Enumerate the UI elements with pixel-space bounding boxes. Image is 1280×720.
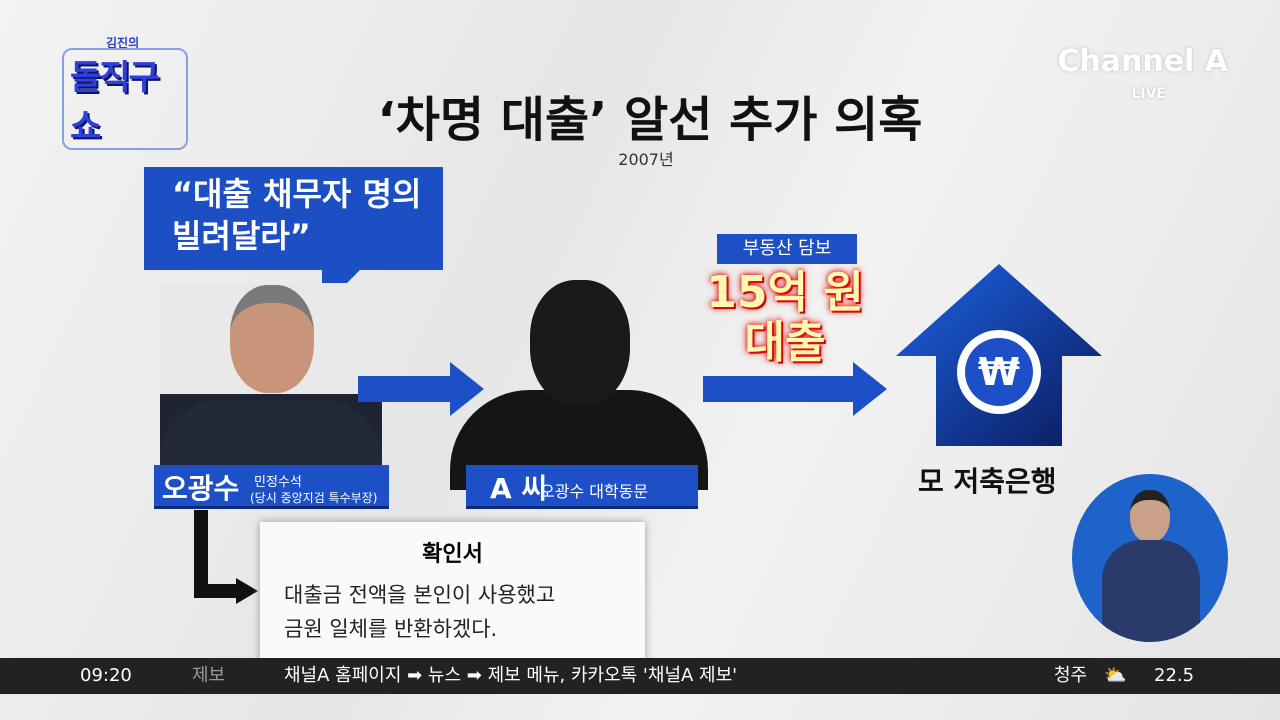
document-line-1: 대출금 전액을 본인이 사용했고 xyxy=(284,583,556,607)
arrow-right-icon xyxy=(236,578,258,604)
bank-name: 모 저축은행 xyxy=(918,465,1057,498)
person1-namebar: 오광수 민정수석 (당시 중앙지검 특수부장) xyxy=(154,465,389,509)
confirmation-document: 확인서 대출금 전액을 본인이 사용했고 금원 일체를 반환하겠다. xyxy=(260,522,645,662)
weather-city: 청주 xyxy=(1054,665,1088,686)
person1-name: 오광수 xyxy=(162,472,240,505)
weather-temp: 22.5 xyxy=(1154,665,1195,686)
logo-big-text: 돌직구쇼 xyxy=(62,48,188,150)
logo-small-text: 김진의 xyxy=(106,36,140,50)
partly-cloudy-icon: ⛅ xyxy=(1104,665,1127,686)
arrow-right-icon xyxy=(358,362,484,416)
loan-label: 대출 xyxy=(744,317,826,368)
news-ticker: 09:20 제보 채널A 홈페이지 ➡ 뉴스 ➡ 제보 메뉴, 카카오톡 '채널… xyxy=(0,658,1280,694)
ticker-message: 채널A 홈페이지 ➡ 뉴스 ➡ 제보 메뉴, 카카오톡 '채널A 제보' xyxy=(284,665,738,686)
person1-head xyxy=(230,285,314,393)
person2-role: 오광수 대학동문 xyxy=(540,482,649,501)
year-label: 2007년 xyxy=(618,150,674,169)
interpreter-body xyxy=(1102,540,1200,642)
collateral-tag: 부동산 담보 xyxy=(717,234,857,264)
loan-amount-value: 15억 원 xyxy=(706,267,864,318)
document-line-2: 금원 일체를 반환하겠다. xyxy=(284,617,498,641)
document-text: 대출금 전액을 본인이 사용했고 금원 일체를 반환하겠다. xyxy=(284,578,555,646)
sign-language-interpreter xyxy=(1072,474,1228,642)
won-symbol: ₩ xyxy=(978,350,1020,394)
person2-silhouette-head xyxy=(530,280,630,405)
connector-line xyxy=(194,584,240,598)
house-icon: ₩ xyxy=(896,264,1102,446)
person1-former-role: (당시 중앙지검 특수부장) xyxy=(250,491,378,505)
document-title: 확인서 xyxy=(422,542,483,567)
person1-suit xyxy=(160,400,382,468)
arrow-right-icon xyxy=(703,362,887,416)
quote-bubble: “대출 채무자 명의 빌려달라” xyxy=(144,167,443,270)
ticker-time: 09:20 xyxy=(80,665,132,686)
quote-line-1: “대출 채무자 명의 xyxy=(172,175,422,213)
program-logo: 김진의 돌직구쇼 xyxy=(58,34,188,150)
loan-amount: 15억 원 대출 xyxy=(690,268,880,368)
quote-line-2: 빌려달라” xyxy=(172,217,311,255)
interpreter-head xyxy=(1130,490,1170,542)
ticker-category: 제보 xyxy=(192,665,226,686)
person1-role: 민정수석 xyxy=(254,475,302,490)
channel-logo: Channel A xyxy=(1057,44,1228,79)
person2-name: A 씨 xyxy=(490,472,548,505)
connector-line xyxy=(194,510,208,596)
live-label: LIVE xyxy=(1131,86,1166,102)
person2-namebar: A 씨 오광수 대학동문 xyxy=(466,465,698,509)
headline: ‘차명 대출’ 알선 추가 의혹 xyxy=(377,92,923,148)
